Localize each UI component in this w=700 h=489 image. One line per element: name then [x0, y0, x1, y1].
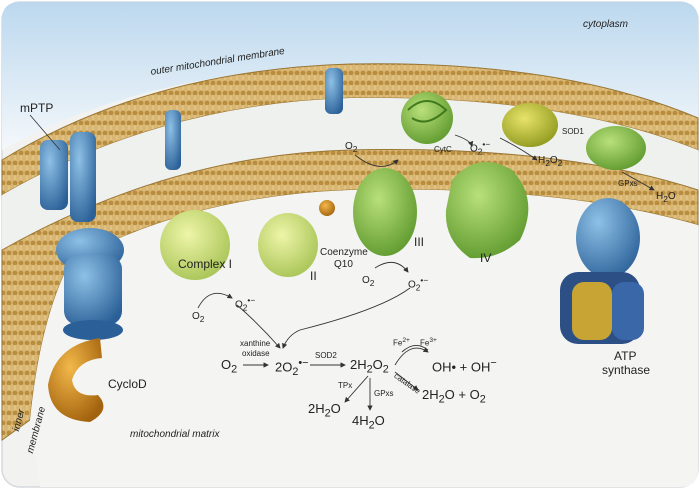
- label-cytc: CytC: [434, 146, 452, 154]
- label-complex-4: IV: [480, 252, 491, 264]
- label-matrix: mitochondrial matrix: [130, 430, 219, 440]
- label-mptp: mPTP: [20, 102, 53, 114]
- species-h2o2-top: H2O2: [538, 156, 562, 167]
- species-h2o-top: H2O: [656, 192, 676, 203]
- species-superoxide-c1: O2•−: [235, 296, 255, 312]
- species-tpx-product: 2H2O: [308, 402, 341, 419]
- gpxs-protein: [586, 126, 646, 170]
- porin-channel: [165, 110, 181, 170]
- sod1-protein: [502, 103, 558, 147]
- label-cyclod: CycloD: [108, 378, 147, 390]
- label-atp-1: ATP: [614, 350, 636, 362]
- label-complex-3: III: [414, 236, 424, 248]
- species-o2-top: O2: [345, 142, 357, 153]
- label-sod2: SOD2: [315, 352, 337, 360]
- label-cytoplasm: cytoplasm: [583, 20, 628, 30]
- species-2-h2o2: 2H2O2: [350, 358, 389, 375]
- label-atp-2: synthase: [602, 364, 650, 376]
- label-complex-1: Complex I: [178, 258, 232, 270]
- label-fe2: Fe2+: [393, 338, 410, 348]
- label-coenzyme-1: Coenzyme: [320, 248, 368, 258]
- species-superoxide-top: O2•−: [470, 140, 490, 156]
- label-complex-2: II: [310, 270, 317, 282]
- label-xanthine-2: oxidase: [242, 350, 270, 358]
- label-sod1: SOD1: [562, 128, 584, 136]
- label-gpxs-top: GPxs: [618, 180, 638, 188]
- species-gpxs-product: 4H2O: [352, 414, 385, 431]
- species-o2-main: O2: [221, 358, 237, 375]
- complex-2: [258, 213, 318, 277]
- label-tpx: TPx: [338, 382, 352, 390]
- species-o2-c3: O2: [362, 276, 374, 287]
- label-fe3: Fe3+: [420, 338, 437, 348]
- species-superoxide-c3: O2•−: [408, 276, 428, 292]
- coenzyme-q10: [319, 200, 335, 216]
- complex-3: [353, 168, 417, 256]
- label-gpxs-matrix: GPxs: [374, 390, 394, 398]
- label-xanthine-1: xanthine: [240, 340, 270, 348]
- label-coenzyme-2: Q10: [334, 260, 353, 270]
- cytc-protein: [401, 92, 453, 144]
- porin-channel: [325, 68, 343, 114]
- species-catalase-products: 2H2O + O2: [422, 388, 486, 405]
- species-hydroxyl: OH• + OH−: [432, 358, 497, 373]
- species-2-superoxide: 2O2•−: [275, 358, 309, 378]
- species-o2-c1: O2: [192, 312, 204, 323]
